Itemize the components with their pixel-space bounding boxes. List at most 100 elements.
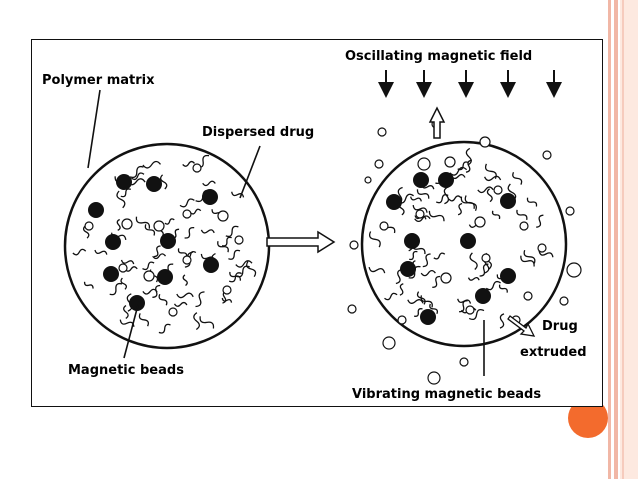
polymer-chain xyxy=(399,283,404,296)
polymer-chain xyxy=(82,225,90,239)
polymer-chain xyxy=(413,308,423,317)
drug-particle xyxy=(182,255,192,265)
magnetic-bead xyxy=(160,233,176,249)
polymer-chain xyxy=(429,303,439,315)
drug-particle xyxy=(519,221,529,231)
polymer-chain xyxy=(420,269,436,277)
polymer-chain xyxy=(160,174,168,190)
polymer-chain xyxy=(217,241,229,253)
polymer-chain xyxy=(448,195,462,202)
released-drug-particle xyxy=(364,176,372,184)
polymer-chain xyxy=(202,180,216,187)
drug-particle xyxy=(192,163,202,173)
drug-particle xyxy=(217,210,229,222)
released-drug-particle xyxy=(565,206,575,216)
polymer-chain xyxy=(407,299,424,304)
magnetic-bead xyxy=(203,257,219,273)
polymer-chain xyxy=(449,166,468,176)
polymer-chain xyxy=(164,218,175,225)
polymer-chain xyxy=(469,252,478,270)
polymer-chain xyxy=(120,277,128,290)
magnetic-bead xyxy=(400,261,416,277)
drug-particle xyxy=(168,307,178,317)
polymer-chain xyxy=(460,196,475,209)
magnetic-bead xyxy=(202,189,218,205)
magnetic-bead xyxy=(438,172,454,188)
polymer-chain xyxy=(144,224,156,236)
polymer-chain xyxy=(520,255,535,267)
polymer-chain xyxy=(199,316,215,329)
polymer-chain xyxy=(158,323,171,334)
polymer-chain xyxy=(536,214,544,228)
pointer-magnetic-beads xyxy=(123,304,139,359)
magnetic-bead xyxy=(500,193,516,209)
polymer-chain xyxy=(129,165,144,179)
polymer-chain xyxy=(409,250,418,261)
polymer-chain xyxy=(410,196,422,202)
drug-particle xyxy=(465,305,475,315)
polymer-chain xyxy=(486,188,493,203)
polymer-chain xyxy=(221,236,232,247)
polymer-chain xyxy=(193,312,201,331)
drug-particle xyxy=(118,263,128,273)
decorative-stripe xyxy=(622,0,624,479)
polymer-matrix-sphere-right xyxy=(360,140,568,348)
polymer-chain xyxy=(228,272,242,283)
released-drug-particle xyxy=(377,127,387,137)
dispersed-drug-particles-left xyxy=(84,163,244,317)
polymer-chain xyxy=(116,190,126,209)
released-drug-particle xyxy=(427,371,441,385)
polymer-chain xyxy=(179,198,195,208)
polymer-chain xyxy=(477,186,494,194)
polymer-chain xyxy=(516,209,528,221)
polymer-chain xyxy=(414,215,431,223)
polymer-chain xyxy=(498,284,508,293)
polymer-chain xyxy=(142,288,158,295)
polymer-chain xyxy=(422,253,431,268)
polymer-chain xyxy=(135,216,151,229)
drug-particle xyxy=(153,220,165,232)
polymer-chain xyxy=(109,282,123,296)
polymer-chain xyxy=(182,160,195,167)
drug-particle xyxy=(493,185,503,195)
polymer-chain xyxy=(465,147,472,166)
polymer-chain xyxy=(138,313,149,327)
magnetic-bead xyxy=(475,288,491,304)
released-drug-particle xyxy=(347,304,357,314)
label-dispersed-drug: Dispersed drug xyxy=(202,125,314,140)
polymer-chain xyxy=(384,292,398,301)
drug-particle xyxy=(417,157,431,171)
drug-particle xyxy=(523,291,533,301)
polymer-chain xyxy=(416,189,430,199)
magnetic-bead xyxy=(413,172,429,188)
pointer-polymer-matrix xyxy=(87,89,101,169)
pointer-dispersed-drug xyxy=(239,145,261,199)
magnetic-bead xyxy=(386,194,402,210)
polymer-chain xyxy=(116,218,121,231)
drug-particle xyxy=(234,235,244,245)
magnetic-bead xyxy=(157,269,173,285)
polymer-chain xyxy=(94,249,108,255)
drug-escape-arrow xyxy=(428,106,446,139)
polymer-chain xyxy=(368,231,381,248)
released-drug-particle xyxy=(349,240,359,250)
drug-particle xyxy=(143,270,155,282)
polymer-chain xyxy=(123,305,129,319)
label-pointers xyxy=(87,89,485,376)
polymer-chains-left xyxy=(72,154,257,334)
polymer-chain xyxy=(173,301,188,307)
polymer-chain xyxy=(457,202,463,216)
polymer-chain xyxy=(235,260,253,268)
polymer-chain xyxy=(176,292,194,299)
drug-particle xyxy=(440,272,452,284)
polymer-chain xyxy=(72,248,87,256)
polymer-chain xyxy=(538,250,554,258)
released-drug-particle xyxy=(542,150,552,160)
decorative-stripe xyxy=(614,0,618,479)
released-drug-particle xyxy=(479,136,491,148)
magnetic-bead xyxy=(103,266,119,282)
drug-particle xyxy=(444,156,456,168)
polymer-chain xyxy=(485,280,501,291)
magnetic-bead xyxy=(105,234,121,250)
polymer-chain xyxy=(428,210,445,222)
